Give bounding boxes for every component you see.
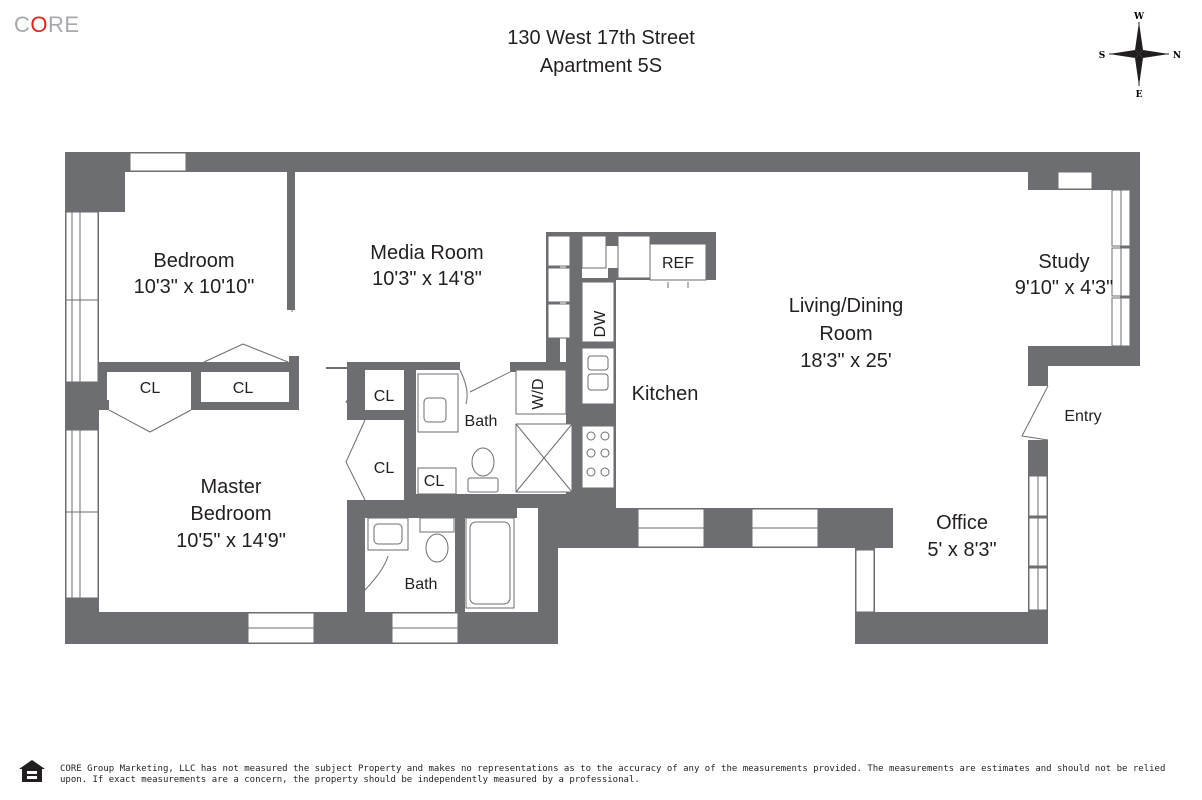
master-bath-sink-icon xyxy=(367,517,409,551)
room-office-name: Office xyxy=(936,512,988,534)
master-toilet-icon xyxy=(425,533,449,563)
room-living-dims: 18'3" x 25' xyxy=(800,350,891,372)
address-title: 130 West 17th Street xyxy=(507,27,695,49)
compass-n: N xyxy=(1173,51,1181,61)
room-bedroom-name: Bedroom xyxy=(153,250,234,272)
room-bedroom-dims: 10'3" x 10'10" xyxy=(134,276,255,298)
wd-label: W/D xyxy=(530,378,547,409)
bathtub-icon xyxy=(465,517,515,609)
room-media-name: Media Room xyxy=(370,242,483,264)
room-living-name1: Living/Dining xyxy=(789,295,904,317)
unit-subtitle: Apartment 5S xyxy=(539,55,663,77)
kitchen-sink-icon xyxy=(581,347,615,405)
room-master-name2: Bedroom xyxy=(190,503,271,525)
compass-icon: W E S N xyxy=(1099,12,1181,100)
room-office-dims: 5' x 8'3" xyxy=(927,539,996,561)
toilet-icon xyxy=(471,447,495,477)
closet-label-3: CL xyxy=(374,388,395,405)
compass-w: W xyxy=(1133,12,1145,22)
room-bath2-name: Bath xyxy=(405,576,438,593)
dw-label: DW xyxy=(592,310,609,338)
room-study-name: Study xyxy=(1038,251,1089,273)
dishwasher-icon xyxy=(581,281,615,343)
washer-dryer-icon xyxy=(515,369,567,415)
bath-sink-icon xyxy=(417,373,459,433)
room-kitchen-name: Kitchen xyxy=(632,383,699,405)
entry-label: Entry xyxy=(1064,408,1101,425)
refrigerator-icon xyxy=(649,243,707,281)
closet-label-5: CL xyxy=(424,473,445,490)
compass-e: E xyxy=(1136,90,1143,100)
core-logo: CORE xyxy=(14,12,80,37)
ref-label: REF xyxy=(662,255,694,272)
equal-housing-icon xyxy=(19,760,45,782)
room-master-dims: 10'5" x 14'9" xyxy=(176,530,286,552)
room-master-name1: Master xyxy=(200,476,261,498)
closet-label-1: CL xyxy=(140,380,161,397)
compass-s: S xyxy=(1099,51,1106,61)
closet-label-2: CL xyxy=(233,380,254,397)
closet-label-4: CL xyxy=(374,460,395,477)
room-living-name2: Room xyxy=(819,323,872,345)
doors xyxy=(108,290,1049,591)
room-media-dims: 10'3" x 14'8" xyxy=(372,268,482,290)
disclaimer-text: CORE Group Marketing, LLC has not measur… xyxy=(60,764,1166,785)
room-bath1-name: Bath xyxy=(465,413,498,430)
room-study-dims: 9'10" x 4'3" xyxy=(1015,277,1114,299)
